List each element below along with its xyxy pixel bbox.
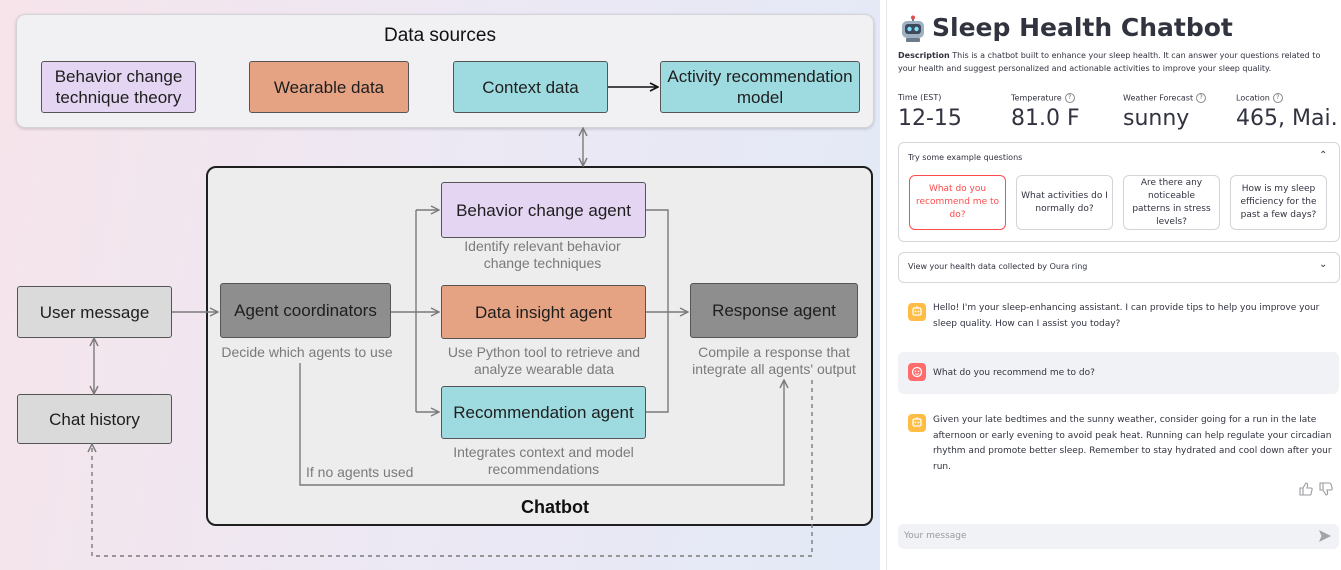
behavior-change-agent-box: Behavior change agent xyxy=(441,182,646,238)
help-icon[interactable]: ? xyxy=(1272,93,1283,103)
recommendation-agent-caption: Integrates context and model recommendat… xyxy=(453,444,634,477)
agent-output-bus xyxy=(646,209,669,413)
time-value: 12-15 xyxy=(898,106,962,131)
assistant-avatar xyxy=(908,414,926,432)
assistant-avatar xyxy=(908,303,926,321)
weather-label: Weather Forecast? xyxy=(1123,93,1207,103)
chat-input-box[interactable] xyxy=(898,524,1339,549)
no-agents-bypass-arrow xyxy=(299,363,784,486)
chevron-up-icon[interactable]: ⌃ xyxy=(1319,150,1328,161)
recommendation-agent-box: Recommendation agent xyxy=(441,386,646,439)
user-message-row xyxy=(898,352,1339,394)
weather-value: sunny xyxy=(1123,106,1190,131)
activity-model-box: Activity recommendation model xyxy=(660,61,860,113)
example-question-button[interactable]: How is my sleep efficiency for the past … xyxy=(1230,175,1327,230)
wearable-data-box: Wearable data xyxy=(249,61,409,113)
behavior-theory-box: Behavior change technique theory xyxy=(41,61,196,113)
data-insight-agent-caption: Use Python tool to retrieve and analyze … xyxy=(447,344,641,377)
example-question-button[interactable]: Are there any noticeable patterns in str… xyxy=(1123,175,1220,230)
example-questions-expander xyxy=(898,142,1340,242)
thumbs-down-icon[interactable] xyxy=(1318,481,1334,497)
health-data-label[interactable]: View your health data collected by Oura … xyxy=(908,262,1088,271)
user-message-box: User message xyxy=(17,286,172,338)
location-value: 465, Mai… xyxy=(1236,106,1339,131)
behavior-change-agent-caption: Identify relevant behavior change techni… xyxy=(464,238,621,271)
response-to-history-arrow xyxy=(92,380,813,557)
diagram-connectors xyxy=(0,0,813,557)
chevron-down-icon[interactable]: ⌄ xyxy=(1319,259,1328,270)
app-description: Description This is a chatbot built to e… xyxy=(898,49,1334,75)
description-label: Description xyxy=(898,51,950,60)
response-agent-box: Response agent xyxy=(690,283,858,338)
data-sources-title: Data sources xyxy=(384,25,496,46)
chatbot-title: Chatbot xyxy=(521,497,589,517)
agent-coordinators-box: Agent coordinators xyxy=(220,283,391,338)
assistant-message: Hello! I'm your sleep-enhancing assistan… xyxy=(933,303,1320,329)
temperature-label: Temperature? xyxy=(1011,93,1075,103)
response-agent-caption: Compile a response that integrate all ag… xyxy=(692,344,856,377)
thumbs-up-icon[interactable] xyxy=(1298,481,1314,497)
chat-input[interactable]: Your message xyxy=(904,531,967,541)
send-icon[interactable] xyxy=(1318,529,1332,543)
help-icon[interactable]: ? xyxy=(1196,93,1207,103)
robot-icon xyxy=(899,15,927,43)
user-message: What do you recommend me to do? xyxy=(933,368,1095,378)
app-title: Sleep Health Chatbot xyxy=(932,13,1233,42)
health-data-expander[interactable] xyxy=(898,252,1340,283)
description-text: This is a chatbot built to enhance your … xyxy=(898,51,1321,73)
no-agents-label: If no agents used xyxy=(306,464,414,480)
context-data-box: Context data xyxy=(453,61,608,113)
architecture-diagram: Data sources Behavior change technique t… xyxy=(0,0,880,570)
time-label: Time (EST) xyxy=(898,93,942,102)
data-insight-agent-box: Data insight agent xyxy=(441,285,646,339)
help-icon[interactable]: ? xyxy=(1064,93,1075,103)
location-label: Location? xyxy=(1236,93,1283,103)
agent-coordinators-caption: Decide which agents to use xyxy=(221,344,393,360)
temperature-value: 81.0 F xyxy=(1011,106,1080,131)
example-question-button[interactable]: What activities do I normally do? xyxy=(1016,175,1113,230)
assistant-message: Given your late bedtimes and the sunny w… xyxy=(933,415,1332,472)
user-avatar xyxy=(908,363,926,381)
sleep-chatbot-app: Sleep Health Chatbot Description This is… xyxy=(886,0,1341,570)
example-questions-title[interactable]: Try some example questions xyxy=(908,153,1023,162)
example-question-button[interactable]: What do you recommend me to do? xyxy=(909,175,1006,230)
